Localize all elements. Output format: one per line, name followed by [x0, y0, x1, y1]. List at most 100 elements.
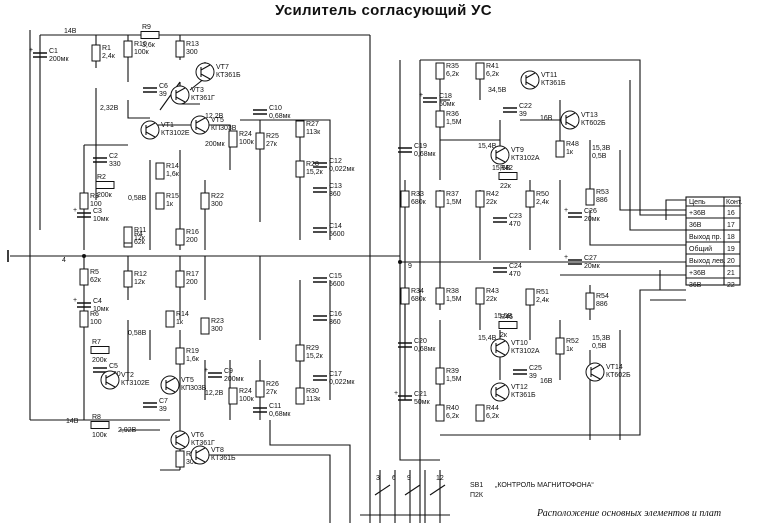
transistor-type: КТ361Б [211, 455, 236, 462]
capacitor-ref: C26 [584, 208, 597, 215]
capacitor-polarity: + [394, 390, 398, 397]
table-cell-contact: 20 [727, 258, 735, 265]
capacitor-value: 470 [509, 221, 521, 228]
capacitor-value: 0,022мк [329, 379, 355, 386]
resistor-ref: R6 [90, 311, 99, 318]
resistor-ref: R41 [486, 63, 499, 70]
resistor-value: 100к [239, 396, 255, 403]
resistor-value: 680к [411, 296, 427, 303]
capacitor-polarity: + [204, 367, 208, 374]
table-cell-circuit: 36В [689, 282, 702, 289]
resistor-ref: R14 [166, 163, 179, 170]
transistor-ref: VT6 [191, 432, 204, 439]
table-cell-contact: 22 [727, 282, 735, 289]
capacitor-polarity: + [564, 207, 568, 214]
resistor-value: 100 [90, 201, 102, 208]
resistor-value: 22к [500, 183, 512, 190]
transistor-group: VT7КТ361БVT3КТ361ГVT1КТ3102ЕVT5КП303ВVT2… [100, 62, 631, 465]
resistor-ref: R2 [97, 174, 106, 181]
capacitor-value: 200мк [49, 56, 69, 63]
label-k3: 12,2В [205, 113, 224, 120]
label-k2: 12,2В [205, 390, 224, 397]
capacitor-ref: C12 [329, 158, 342, 165]
resistor-r1: R12,4к [91, 44, 116, 62]
capacitor-polarity: + [29, 47, 33, 54]
capacitor-value: 39 [519, 111, 527, 118]
resistor-ref: R42 [486, 191, 499, 198]
resistor-group: R12,4кR10100кR13300R24100кR2527кR27113кR… [79, 24, 609, 468]
table-cell-circuit: +36В [689, 210, 706, 217]
switch-sb1: 3 6 9 12 SB1 П2К „КОНТРОЛЬ МАГНИТОФОНА“ [360, 470, 594, 523]
capacitor-value: 5600 [329, 281, 345, 288]
capacitor-polarity: + [73, 207, 77, 214]
resistor-value: 2,4к [536, 297, 550, 304]
capacitor-ref: C2 [109, 153, 118, 160]
capacitor-ref: C24 [509, 263, 522, 270]
resistor-value: 62к [134, 239, 146, 246]
transistor-type: КП303В [211, 125, 237, 132]
capacitor-value: 0,68мк [269, 411, 291, 418]
resistor-value: 15,2к [306, 169, 324, 176]
resistor-value: 300 [186, 49, 198, 56]
resistor-ref: R22 [211, 193, 224, 200]
resistor-ref: R19 [186, 348, 199, 355]
resistor-ref: R46 [500, 314, 513, 321]
capacitor-ref: C3 [93, 208, 102, 215]
label-vt10-v1: 15,4В [478, 335, 497, 342]
transistor-ref: VT9 [511, 147, 524, 154]
transistor-type: КП303В [181, 385, 207, 392]
resistor-ref: R17 [186, 271, 199, 278]
capacitor-polarity: + [564, 254, 568, 261]
transistor-ref: VT10 [511, 340, 528, 347]
resistor-ref: R10 [134, 41, 147, 48]
label-k5-b: 0,5В [592, 153, 607, 160]
resistor-ref: R25 [266, 133, 279, 140]
table-cell-circuit: +36В [689, 270, 706, 277]
label-node-9: 9 [408, 263, 412, 270]
resistor-ref: R40 [446, 405, 459, 412]
table-cell-contact: 16 [727, 210, 735, 217]
resistor-value: 1к [176, 319, 184, 326]
table-cell-contact: 21 [727, 270, 735, 277]
resistor-ref: R30 [306, 388, 319, 395]
resistor-value: 100к [92, 432, 108, 439]
switch-ref: SB1 [470, 482, 483, 489]
resistor-value: 27к [266, 141, 278, 148]
label-r8-v: 2,92В [118, 427, 137, 434]
resistor-value: 1к [566, 149, 574, 156]
resistor-ref: R28 [306, 161, 319, 168]
capacitor-value: 360 [329, 191, 341, 198]
transistor-type: КТ3102А [511, 155, 540, 162]
resistor-ref: R24 [239, 388, 252, 395]
resistor-ref: R8 [92, 414, 101, 421]
